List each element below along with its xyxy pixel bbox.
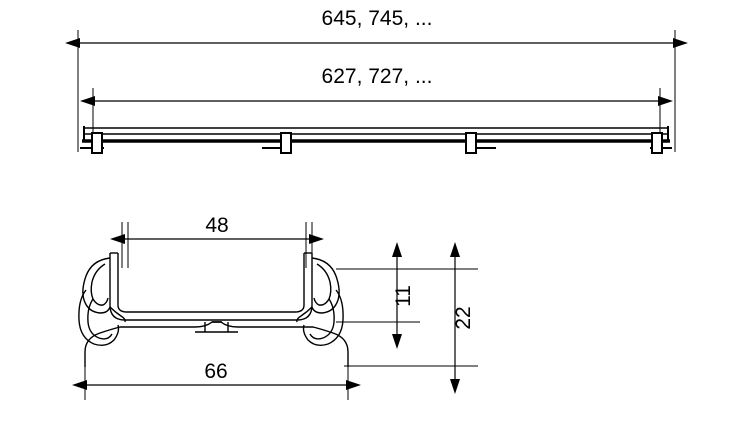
dim-label-lower-height: 11 — [392, 285, 415, 307]
dim-label-inner-length: 627, 727, ... — [322, 65, 433, 88]
channel-bracket — [91, 132, 103, 154]
profile-clip-left-tail-inner — [87, 298, 113, 340]
profile-outer-left-lower — [84, 321, 222, 367]
profile-clip-right-tail-inner — [309, 298, 335, 340]
channel-bracket — [280, 132, 292, 154]
dim-label-outer-width: 66 — [204, 360, 227, 383]
profile-knuckle-right — [296, 306, 313, 323]
profile-clip-right-tail — [302, 289, 344, 347]
profile-clip-left-outer — [82, 257, 111, 314]
section-view: 48 66 — [72, 214, 478, 400]
plan-view: 645, 745, ... 627, 727, ... — [65, 7, 688, 154]
dim-label-overall-length: 645, 745, ... — [322, 7, 433, 30]
profile-outer-right-lower — [212, 321, 349, 367]
channel-bracket — [651, 132, 663, 154]
dim-label-total-height: 22 — [452, 306, 475, 329]
dim-label-inner-width: 48 — [205, 214, 228, 237]
channel-bracket-group — [91, 132, 663, 154]
profile-inner-trough-inner — [117, 253, 305, 313]
profile-knuckle-left — [109, 306, 126, 323]
profile-clip-right-outer — [311, 257, 340, 314]
profile-clip-left-tail — [78, 289, 120, 347]
channel-bracket — [465, 132, 477, 154]
profile-inner-trough — [109, 253, 313, 321]
